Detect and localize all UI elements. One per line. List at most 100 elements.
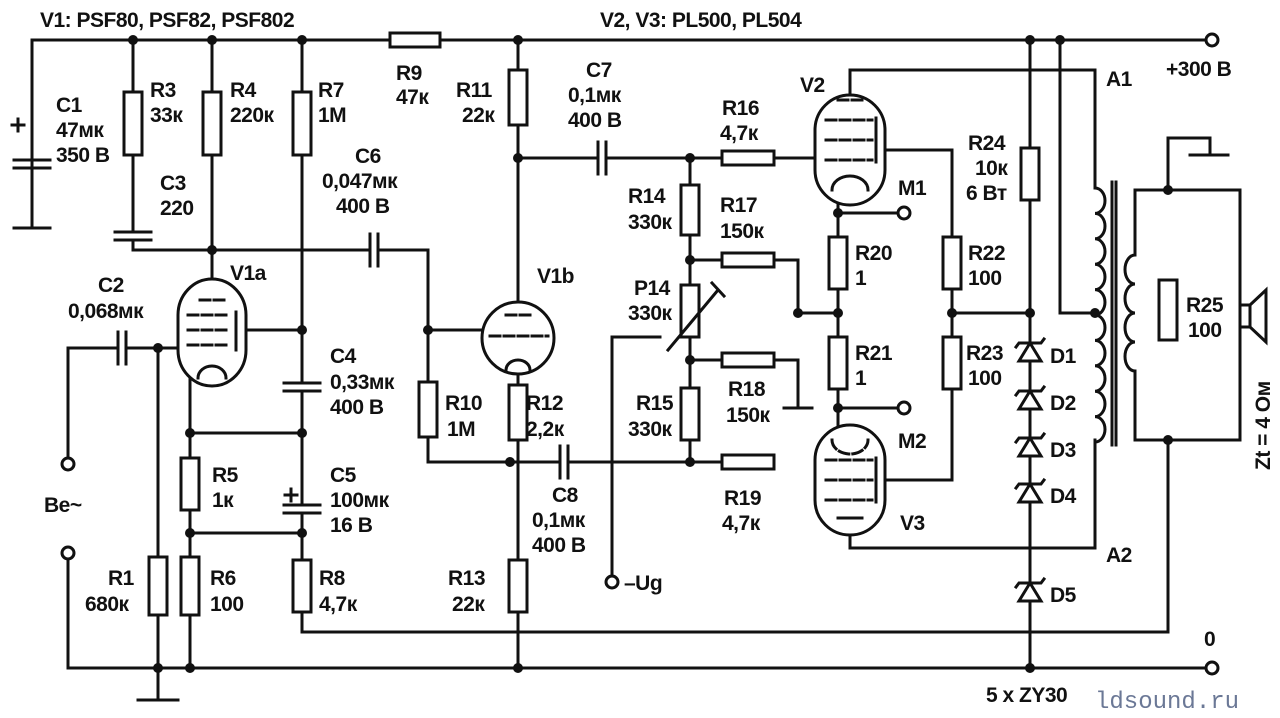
r4-value: 220к bbox=[230, 104, 275, 127]
bias-terminal[interactable] bbox=[604, 574, 620, 590]
watermark: ldsound.ru bbox=[1095, 689, 1239, 716]
r20-value: 1 bbox=[855, 267, 867, 290]
r24-rating: 6 Вт bbox=[966, 182, 1007, 205]
v1-types-label: V1: PSF80, PSF82, PSF802 bbox=[40, 9, 294, 32]
junction-dot bbox=[1163, 435, 1173, 445]
zener-bar bbox=[1013, 477, 1047, 491]
d2-ref: D2 bbox=[1050, 392, 1076, 415]
junction-dot bbox=[685, 255, 695, 265]
junction-dot bbox=[207, 245, 217, 255]
r3-value: 33к bbox=[150, 104, 183, 127]
m1-terminal[interactable] bbox=[896, 205, 912, 221]
junction-dot bbox=[1163, 185, 1173, 195]
junction-dot bbox=[185, 528, 195, 538]
junction-dot bbox=[505, 457, 515, 467]
r24-value: 10к bbox=[975, 157, 1008, 180]
tube-v1b bbox=[480, 300, 556, 376]
d4-ref: D4 bbox=[1050, 485, 1077, 508]
junction-dot bbox=[1055, 35, 1065, 45]
ground-terminal[interactable] bbox=[1204, 660, 1220, 676]
junction-dot bbox=[513, 663, 523, 673]
junction-dot bbox=[128, 35, 138, 45]
r1-value: 680к bbox=[85, 593, 130, 616]
labels: V1: PSF80, PSF82, PSF802 V2, V3: PL500, … bbox=[40, 9, 1275, 716]
r14-ref: R14 bbox=[628, 185, 666, 208]
r17-value: 150к bbox=[720, 220, 765, 243]
r16-value: 4,7к bbox=[720, 122, 759, 145]
r5-value: 1к bbox=[212, 489, 234, 512]
zener-diode-d3 bbox=[1016, 435, 1044, 458]
r8-value: 4,7к bbox=[319, 593, 358, 616]
transformer-secondary bbox=[1123, 188, 1137, 442]
r5-ref: R5 bbox=[212, 464, 239, 487]
r21-ref: R21 bbox=[855, 342, 893, 365]
input-terminal-hot[interactable] bbox=[60, 456, 76, 472]
r23-ref: R23 bbox=[966, 342, 1003, 365]
junction-dot bbox=[297, 428, 307, 438]
junction-dot bbox=[833, 208, 843, 218]
junction-dot bbox=[185, 663, 195, 673]
r16-ref: R16 bbox=[722, 97, 759, 120]
junction-dot bbox=[153, 343, 163, 353]
m2-label: M2 bbox=[898, 430, 926, 453]
bias-label: –Ug bbox=[624, 572, 662, 595]
junction-dot bbox=[297, 35, 307, 45]
r3-ref: R3 bbox=[150, 79, 176, 102]
r19-ref: R19 bbox=[724, 487, 761, 510]
junction-dot bbox=[513, 35, 523, 45]
junction-dot bbox=[185, 428, 195, 438]
junction-dot bbox=[1025, 308, 1035, 318]
c5-value: 100мк bbox=[330, 489, 390, 512]
r1-ref: R1 bbox=[108, 567, 135, 590]
c8-value: 0,1мк bbox=[532, 509, 586, 532]
a2-label: A2 bbox=[1106, 544, 1132, 567]
junction-dot bbox=[423, 325, 433, 335]
c8-rating: 400 В bbox=[532, 534, 586, 557]
v23-types-label: V2, V3: PL500, PL504 bbox=[600, 9, 802, 32]
p14-ref: P14 bbox=[634, 277, 671, 300]
r10-ref: R10 bbox=[445, 392, 482, 415]
speaker-icon bbox=[1238, 286, 1268, 346]
r20-ref: R20 bbox=[855, 242, 892, 265]
m2-terminal[interactable] bbox=[896, 400, 912, 416]
c4-rating: 400 В bbox=[330, 396, 384, 419]
r12-ref: R12 bbox=[526, 392, 563, 415]
r14-value: 330к bbox=[628, 211, 673, 234]
v3-ref: V3 bbox=[900, 512, 925, 535]
zener-diode-d2 bbox=[1016, 388, 1044, 411]
r13-ref: R13 bbox=[448, 567, 485, 590]
input-label: Вe~ bbox=[44, 494, 82, 517]
junction-dot bbox=[513, 153, 523, 163]
junction-dot bbox=[833, 403, 843, 413]
zener-type-label: 5 x ZY30 bbox=[986, 684, 1067, 707]
terminals[interactable] bbox=[60, 32, 1220, 676]
c4-value: 0,33мк bbox=[330, 371, 395, 394]
c1-rating: 350 В bbox=[56, 144, 110, 167]
r9-ref: R9 bbox=[396, 62, 422, 85]
input-terminal-ground[interactable] bbox=[60, 545, 76, 561]
zener-bar bbox=[1013, 431, 1047, 445]
c5-ref: C5 bbox=[330, 464, 357, 487]
m1-label: M1 bbox=[898, 177, 927, 200]
v1a-ref: V1a bbox=[230, 262, 267, 285]
junction-dot bbox=[1090, 308, 1100, 318]
supply-terminal[interactable] bbox=[1204, 32, 1220, 48]
tube-v1a bbox=[176, 277, 248, 388]
junction-dot bbox=[947, 308, 957, 318]
junction-dot bbox=[793, 308, 803, 318]
junction-dot bbox=[1025, 35, 1035, 45]
zener-diode-d1 bbox=[1016, 340, 1044, 363]
junction-dots bbox=[128, 35, 1173, 673]
r10-value: 1M bbox=[447, 418, 475, 441]
tube-v3 bbox=[813, 423, 887, 537]
r21-value: 1 bbox=[855, 367, 867, 390]
junction-dot bbox=[685, 153, 695, 163]
r22-ref: R22 bbox=[968, 242, 1005, 265]
zener-bar bbox=[1013, 384, 1047, 398]
r4-ref: R4 bbox=[230, 79, 257, 102]
zener-diode-d5 bbox=[1016, 580, 1044, 603]
c6-rating: 400 В bbox=[336, 195, 390, 218]
junction-dot bbox=[1025, 663, 1035, 673]
